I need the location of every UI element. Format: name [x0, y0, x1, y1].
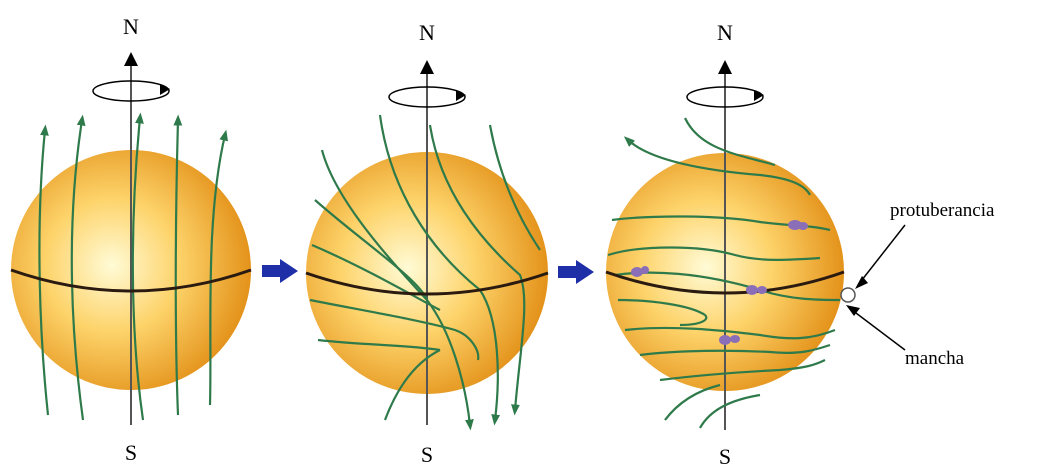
transition-arrow-icon [262, 259, 298, 283]
south-label-1: S [125, 440, 137, 465]
field-line [684, 117, 776, 167]
equator-1 [10, 268, 252, 293]
sunspot-callout: mancha [846, 305, 965, 369]
field-lines-3 [607, 117, 841, 429]
equator-3 [605, 270, 845, 295]
field-line [428, 124, 526, 416]
north-label-3: N [717, 20, 733, 45]
field-line [311, 243, 441, 311]
north-label-2: N [419, 20, 435, 45]
transition-arrow-icon [558, 260, 594, 284]
field-line [131, 112, 145, 421]
field-line [639, 343, 831, 357]
north-arrowhead-3 [718, 60, 732, 74]
field-line [623, 136, 811, 196]
south-label-2: S [421, 442, 433, 467]
rotation-arrow-icon [388, 86, 466, 108]
south-label-3: S [719, 444, 731, 469]
field-line [699, 393, 761, 429]
panel-1-uniform-field: N S [10, 14, 252, 465]
field-line [617, 298, 708, 327]
field-line [309, 298, 480, 361]
north-arrowhead-2 [420, 60, 434, 74]
equator-2 [305, 271, 549, 296]
field-line [173, 114, 183, 416]
field-lines-1 [38, 112, 229, 421]
field-line [208, 129, 229, 406]
field-line [317, 338, 441, 352]
field-line [607, 246, 821, 261]
north-arrowhead-1 [124, 52, 138, 66]
field-lines-2 [309, 114, 541, 431]
field-line [383, 349, 441, 421]
field-line [378, 114, 501, 426]
field-line [314, 199, 429, 301]
field-line [659, 359, 826, 382]
sunspot-label: mancha [905, 348, 965, 369]
prominence-callout: protuberancia [855, 200, 995, 289]
rotation-arrow-icon [686, 86, 764, 108]
field-line [38, 124, 50, 416]
panel-2-wound-field: N S [305, 20, 549, 467]
north-label-1: N [123, 14, 139, 39]
field-line [70, 114, 86, 421]
field-line [624, 326, 836, 340]
prominence-loop [840, 287, 856, 303]
field-line [488, 124, 541, 251]
prominence-label: protuberancia [890, 200, 995, 221]
field-line [664, 383, 721, 421]
rotation-arrow-icon [92, 80, 170, 102]
panel-3-tangled-field: N S [605, 20, 856, 469]
sunspot-cluster [631, 220, 808, 345]
